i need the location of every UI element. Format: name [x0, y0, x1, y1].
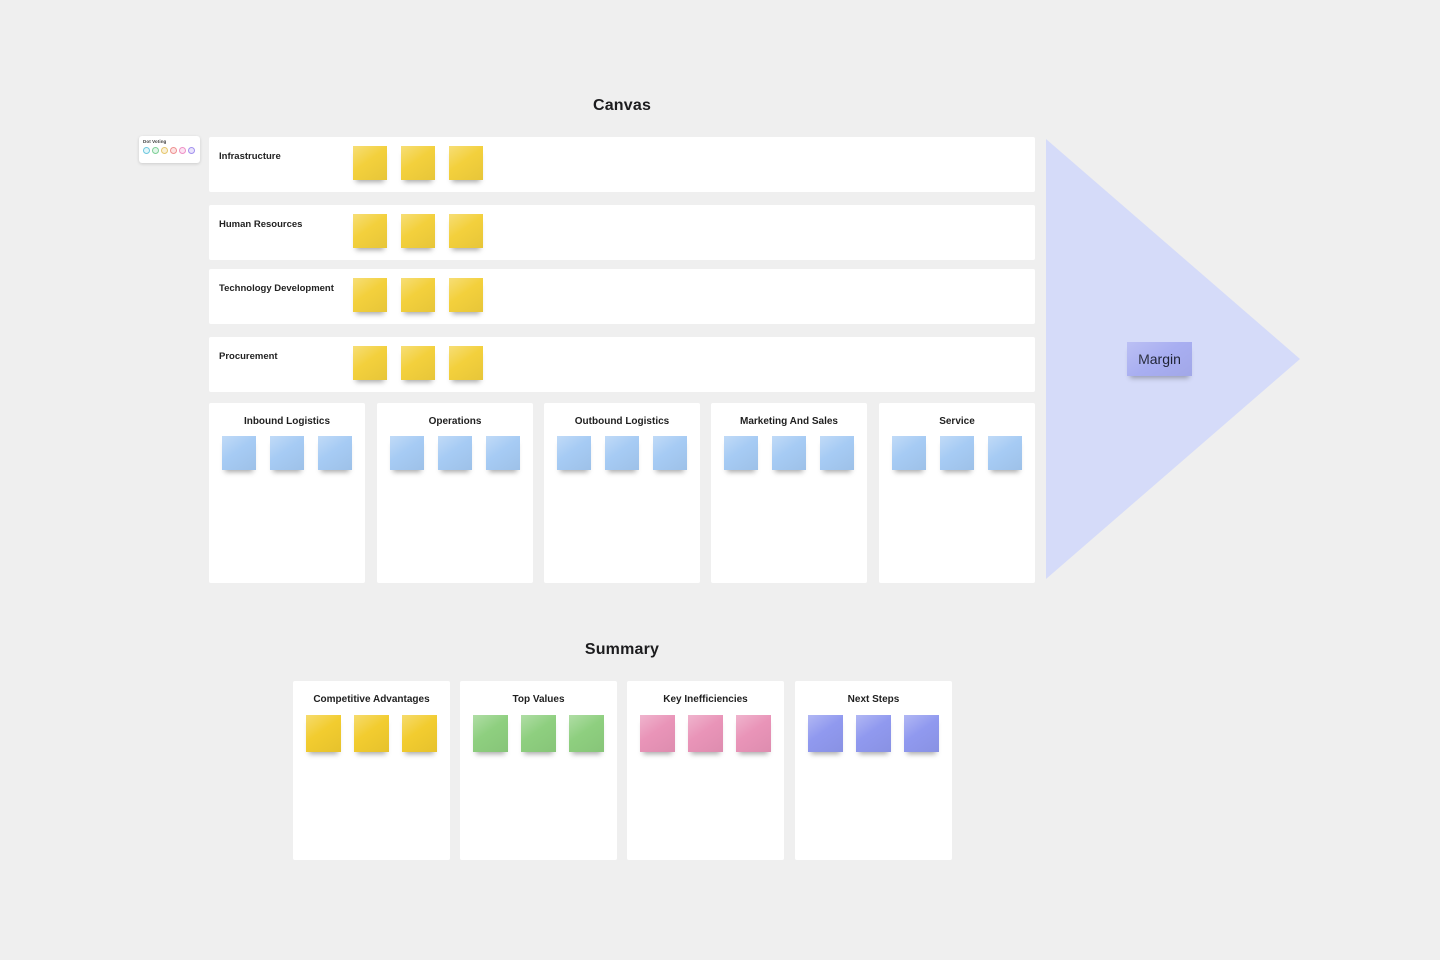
sticky-note[interactable] [724, 436, 758, 470]
row-technology-development[interactable]: Technology Development [209, 269, 1035, 324]
card-competitive-advantages[interactable]: Competitive Advantages [293, 681, 450, 860]
row-label: Technology Development [219, 283, 334, 294]
column-header: Marketing And Sales [740, 416, 838, 427]
margin-note[interactable]: Margin [1127, 342, 1192, 376]
dot-voting-label: Dot Voting [143, 139, 167, 144]
sticky-note[interactable] [401, 278, 435, 312]
sticky-note[interactable] [402, 715, 437, 752]
sticky-note[interactable] [449, 278, 483, 312]
dot-voting-dots [143, 146, 196, 154]
column-marketing-and-sales[interactable]: Marketing And Sales [711, 403, 867, 583]
row-label: Human Resources [219, 219, 303, 230]
sticky-note[interactable] [306, 715, 341, 752]
sticky-note[interactable] [569, 715, 604, 752]
sticky-note[interactable] [808, 715, 843, 752]
sticky-note[interactable] [401, 214, 435, 248]
sticky-note[interactable] [688, 715, 723, 752]
sticky-note[interactable] [772, 436, 806, 470]
card-top-values[interactable]: Top Values [460, 681, 617, 860]
column-inbound-logistics[interactable]: Inbound Logistics [209, 403, 365, 583]
sticky-note[interactable] [438, 436, 472, 470]
row-label: Procurement [219, 351, 278, 362]
card-next-steps[interactable]: Next Steps [795, 681, 952, 860]
card-key-inefficiencies[interactable]: Key Inefficiencies [627, 681, 784, 860]
row-procurement[interactable]: Procurement [209, 337, 1035, 392]
sticky-note[interactable] [353, 146, 387, 180]
sticky-note[interactable] [820, 436, 854, 470]
sticky-note[interactable] [904, 715, 939, 752]
sticky-note[interactable] [449, 146, 483, 180]
column-header: Inbound Logistics [243, 416, 331, 427]
sticky-note[interactable] [222, 436, 256, 470]
sticky-note[interactable] [653, 436, 687, 470]
sticky-note[interactable] [318, 436, 352, 470]
sticky-note[interactable] [486, 436, 520, 470]
note-row [544, 436, 700, 470]
row-human-resources[interactable]: Human Resources [209, 205, 1035, 260]
sticky-note[interactable] [270, 436, 304, 470]
note-row [377, 436, 533, 470]
sticky-note[interactable] [401, 346, 435, 380]
sticky-note[interactable] [449, 214, 483, 248]
card-header: Competitive Advantages [313, 694, 430, 705]
card-header: Next Steps [847, 694, 900, 705]
note-row [460, 715, 617, 752]
column-header: Outbound Logistics [574, 416, 670, 427]
sticky-note[interactable] [353, 278, 387, 312]
margin-label: Margin [1138, 351, 1181, 367]
vote-dot-yellow-icon[interactable] [161, 146, 168, 154]
sticky-note[interactable] [988, 436, 1022, 470]
sticky-note[interactable] [401, 146, 435, 180]
summary-section-title: Summary [584, 641, 660, 658]
column-header: Operations [428, 416, 482, 427]
sticky-note[interactable] [353, 214, 387, 248]
sticky-note[interactable] [856, 715, 891, 752]
row-label: Infrastructure [219, 151, 281, 162]
column-outbound-logistics[interactable]: Outbound Logistics [544, 403, 700, 583]
dot-voting-widget[interactable]: Dot Voting [139, 136, 200, 163]
sticky-note[interactable] [557, 436, 591, 470]
row-infrastructure[interactable]: Infrastructure [209, 137, 1035, 192]
sticky-note[interactable] [353, 346, 387, 380]
sticky-note[interactable] [354, 715, 389, 752]
canvas-section-title: Canvas [592, 97, 652, 114]
vote-dot-blue-icon[interactable] [143, 146, 150, 154]
sticky-note[interactable] [640, 715, 675, 752]
sticky-note[interactable] [940, 436, 974, 470]
sticky-note[interactable] [605, 436, 639, 470]
note-row [627, 715, 784, 752]
sticky-note[interactable] [473, 715, 508, 752]
vote-dot-red-icon[interactable] [170, 146, 177, 154]
vote-dot-green-icon[interactable] [152, 146, 159, 154]
note-row [795, 715, 952, 752]
note-row [209, 436, 365, 470]
column-operations[interactable]: Operations [377, 403, 533, 583]
card-header: Key Inefficiencies [663, 694, 748, 705]
sticky-note[interactable] [892, 436, 926, 470]
sticky-note[interactable] [521, 715, 556, 752]
sticky-note[interactable] [449, 346, 483, 380]
sticky-note[interactable] [390, 436, 424, 470]
column-service[interactable]: Service [879, 403, 1035, 583]
note-row [711, 436, 867, 470]
card-header: Top Values [512, 694, 565, 705]
note-row [879, 436, 1035, 470]
vote-dot-purple-icon[interactable] [188, 146, 195, 154]
column-header: Service [939, 416, 975, 427]
sticky-note[interactable] [736, 715, 771, 752]
note-row [293, 715, 450, 752]
vote-dot-pink-icon[interactable] [179, 146, 186, 154]
